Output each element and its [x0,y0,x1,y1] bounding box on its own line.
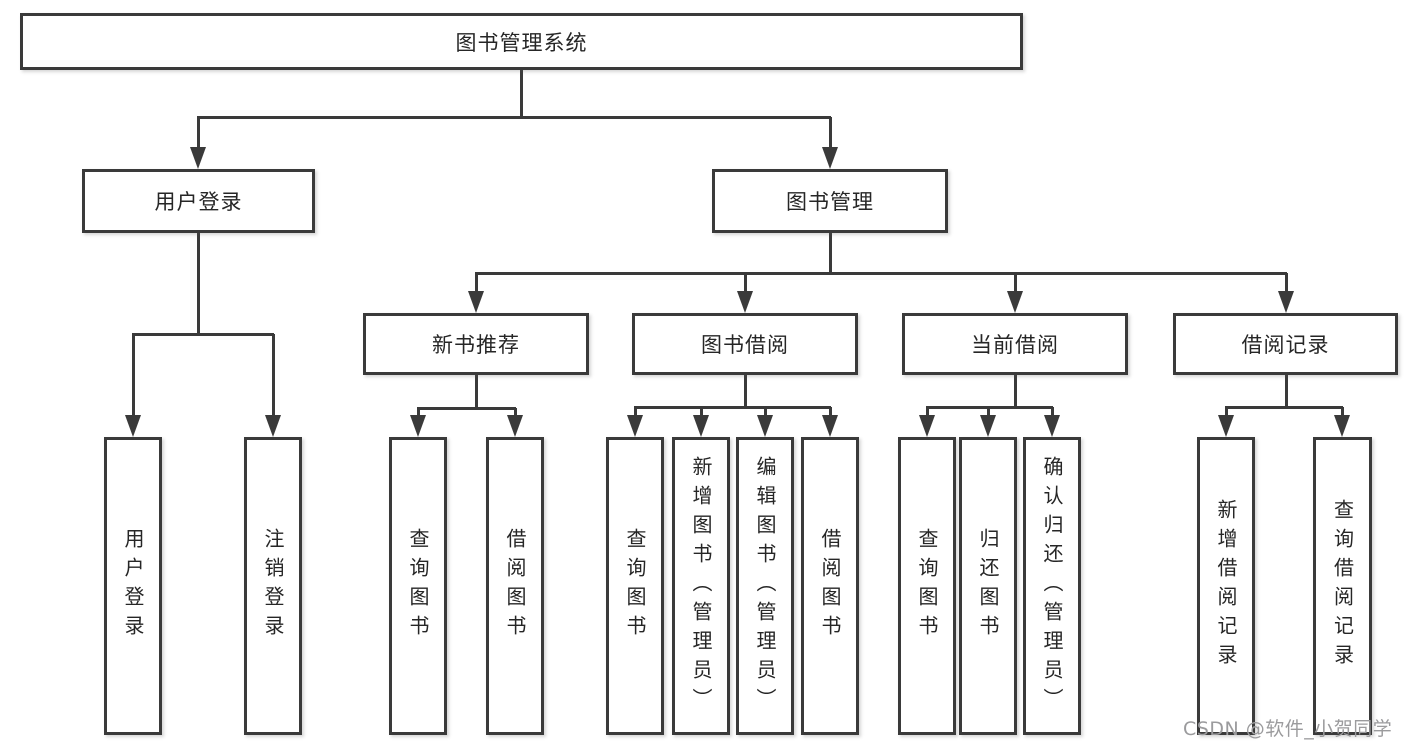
connector-drop [1051,407,1054,417]
csdn-watermark: CSDN @软件_小贺同学 [1183,718,1393,740]
arrowhead-down-icon [1334,415,1350,437]
node-leaf-cb-confirm-return: 确认归还（管理员） [1023,437,1081,735]
node-borrow-record-label: 借阅记录 [1241,333,1330,357]
connector-drop [514,408,517,417]
arrowhead-down-icon [919,415,935,437]
connector-drop [417,408,420,417]
connector-drop [744,273,747,293]
node-leaf-logout: 注销登录 [244,437,302,735]
node-leaf-nb-query-book-label: 查询图书 [406,528,430,644]
node-leaf-bb-query-book: 查询图书 [606,437,664,735]
node-leaf-nb-borrow-book-label: 借阅图书 [503,528,527,644]
node-book-management: 图书管理 [712,169,948,233]
node-borrow-record: 借阅记录 [1173,313,1398,375]
node-leaf-logout-label: 注销登录 [261,528,285,644]
arrowhead-down-icon [822,415,838,437]
node-leaf-cb-query-book: 查询图书 [898,437,956,735]
connector-drop [197,117,200,149]
arrowhead-down-icon [410,415,426,437]
connector-drop [700,407,703,417]
arrowhead-down-icon [1218,415,1234,437]
arrowhead-down-icon [468,291,484,313]
connector-drop [1285,273,1288,293]
connector-branch [417,407,516,410]
connector-stub [197,233,200,334]
node-book-borrow: 图书借阅 [632,313,858,375]
node-leaf-user-login-label: 用户登录 [121,528,145,644]
arrowhead-down-icon [627,415,643,437]
node-leaf-bb-edit-book: 编辑图书（管理员） [736,437,794,735]
arrowhead-down-icon [507,415,523,437]
arrowhead-down-icon [1278,291,1294,313]
connector-drop [764,407,767,417]
node-leaf-br-query-record: 查询借阅记录 [1313,437,1372,735]
connector-drop [272,334,275,417]
node-root: 图书管理系统 [20,13,1023,70]
node-leaf-br-add-record-label: 新增借阅记录 [1214,499,1238,673]
connector-branch [132,333,274,336]
connector-stub [1014,375,1017,407]
connector-branch [1225,406,1343,409]
arrowhead-down-icon [125,415,141,437]
node-leaf-bb-add-book-label: 新增图书（管理员） [689,455,713,717]
node-leaf-cb-query-book-label: 查询图书 [915,528,939,644]
node-leaf-bb-borrow-book-label: 借阅图书 [818,528,842,644]
node-current-borrow: 当前借阅 [902,313,1128,375]
node-current-borrow-label: 当前借阅 [971,333,1059,357]
connector-stub [744,375,747,407]
node-leaf-user-login: 用户登录 [104,437,162,735]
node-leaf-cb-return-book-label: 归还图书 [976,528,1000,644]
connector-drop [829,407,832,417]
connector-branch [475,272,1287,275]
arrowhead-down-icon [265,415,281,437]
node-leaf-bb-edit-book-label: 编辑图书（管理员） [753,455,777,717]
node-leaf-br-query-record-label: 查询借阅记录 [1330,499,1355,673]
node-book-management-label: 图书管理 [786,190,874,214]
node-leaf-bb-borrow-book: 借阅图书 [801,437,859,735]
node-root-label: 图书管理系统 [455,30,588,55]
node-leaf-cb-return-book: 归还图书 [959,437,1017,735]
connector-branch [197,116,831,119]
node-leaf-br-add-record: 新增借阅记录 [1197,437,1255,735]
node-book-borrow-label: 图书借阅 [701,333,789,357]
node-leaf-bb-add-book: 新增图书（管理员） [672,437,730,735]
connector-drop [475,273,478,293]
connector-drop [132,334,135,417]
arrowhead-down-icon [757,415,773,437]
connector-drop [987,407,990,417]
connector-drop [634,407,637,417]
node-leaf-bb-query-book-label: 查询图书 [623,528,647,644]
connector-drop [1341,407,1344,417]
node-leaf-nb-query-book: 查询图书 [389,437,447,735]
connector-stub [1285,375,1288,407]
arrowhead-down-icon [693,415,709,437]
arrowhead-down-icon [822,147,838,169]
connector-stub [829,233,832,273]
node-new-book-recommend: 新书推荐 [363,313,589,375]
node-user-login: 用户登录 [82,169,315,233]
connector-stub [520,70,523,117]
node-user-login-label: 用户登录 [154,190,243,214]
connector-drop [1225,407,1228,417]
connector-stub [475,375,478,408]
arrowhead-down-icon [980,415,996,437]
arrowhead-down-icon [190,147,206,169]
connector-drop [926,407,929,417]
node-leaf-cb-confirm-return-label: 确认归还（管理员） [1040,455,1064,717]
arrowhead-down-icon [1044,415,1060,437]
connector-drop [1014,273,1017,293]
connector-branch [634,406,831,409]
arrowhead-down-icon [737,291,753,313]
node-leaf-nb-borrow-book: 借阅图书 [486,437,544,735]
connector-drop [829,117,832,149]
arrowhead-down-icon [1007,291,1023,313]
node-new-book-recommend-label: 新书推荐 [432,333,520,357]
